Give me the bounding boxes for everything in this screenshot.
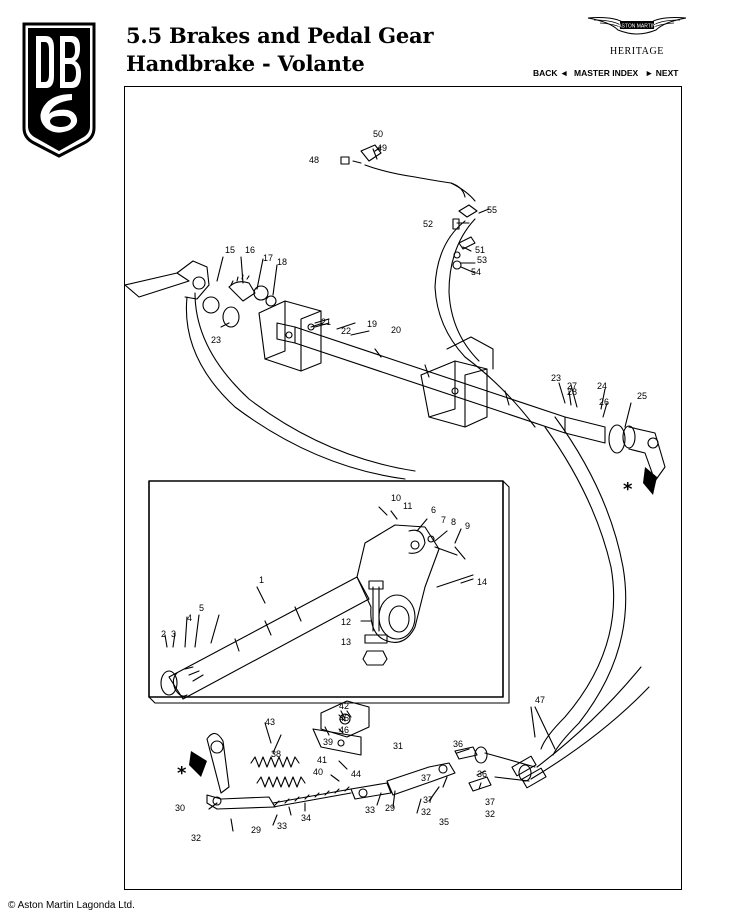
callout-13: 13 [341, 637, 351, 647]
next-link[interactable]: ► NEXT [645, 68, 679, 78]
callout-35: 35 [439, 817, 449, 827]
callout-11: 11 [403, 501, 412, 511]
callout-55: 55 [487, 205, 497, 215]
callout-40: 40 [313, 767, 323, 777]
callout-3: 3 [171, 629, 176, 639]
back-link[interactable]: BACK ◄ [533, 68, 569, 78]
callout-23-right: 23 [551, 373, 561, 383]
aston-martin-heritage-logo: ASTON MARTIN HERITAGE [584, 10, 690, 62]
callout-37-right: 37 [485, 797, 495, 807]
callout-8: 8 [451, 517, 456, 527]
callout-32-left: 32 [191, 833, 201, 843]
callout-32-right: 32 [485, 809, 495, 819]
callout-52: 52 [423, 219, 433, 229]
callout-27: 27 [567, 381, 577, 391]
callout-29-right: 29 [385, 803, 395, 813]
callout-49: 49 [377, 143, 387, 153]
callout-6: 6 [431, 505, 436, 515]
callout-39: 39 [323, 737, 333, 747]
callout-31: 31 [393, 741, 403, 751]
callout-7: 7 [441, 515, 446, 525]
callout-54: 54 [471, 267, 481, 277]
callout-10: 10 [391, 493, 401, 503]
master-index-link[interactable]: MASTER INDEX [574, 68, 639, 78]
callout-30: 30 [175, 803, 185, 813]
callout-51: 51 [475, 245, 485, 255]
star-marker-lower: * [177, 763, 187, 784]
brand-wordmark: ASTON MARTIN [618, 24, 656, 30]
callout-42: 42 [339, 701, 349, 711]
arrow-marker-upper [643, 467, 657, 495]
callout-1: 1 [259, 575, 264, 585]
callout-25: 25 [637, 391, 647, 401]
callout-21: 21 [321, 317, 331, 327]
copyright-text: © Aston Martin Lagonda Ltd. [8, 900, 135, 911]
callout-28: 28 [567, 387, 577, 397]
callout-37-mid: 37 [423, 795, 433, 805]
title-block: 5.5 Brakes and Pedal Gear Handbrake - Vo… [126, 22, 434, 78]
callout-48: 48 [309, 155, 319, 165]
callout-12: 12 [341, 617, 351, 627]
handbrake-diagram-svg: * * 50 49 48 55 52 51 53 54 15 16 17 18 … [125, 129, 666, 843]
callout-19: 19 [367, 319, 377, 329]
page-title: 5.5 Brakes and Pedal Gear [126, 23, 434, 48]
callout-53: 53 [477, 255, 487, 265]
callout-47: 47 [535, 695, 545, 705]
callout-44: 44 [351, 769, 361, 779]
callout-17: 17 [263, 253, 273, 263]
callout-34: 34 [301, 813, 311, 823]
db6-logo [22, 22, 96, 158]
callout-36-upper: 36 [453, 739, 463, 749]
callout-37-left: 37 [421, 773, 431, 783]
callout-33-right: 33 [365, 805, 375, 815]
callout-50: 50 [373, 129, 383, 139]
callout-33-left: 33 [277, 821, 287, 831]
callout-46: 46 [339, 725, 349, 735]
callout-14: 14 [477, 577, 487, 587]
page-subtitle: Handbrake - Volante [126, 51, 365, 76]
callout-24: 24 [597, 381, 607, 391]
brand-heritage-text: HERITAGE [610, 46, 664, 57]
callout-4: 4 [187, 613, 192, 623]
aston-martin-wings-icon: ASTON MARTIN [587, 17, 687, 35]
callout-5: 5 [199, 603, 204, 613]
callout-32-mid: 32 [421, 807, 431, 817]
callout-29-left: 29 [251, 825, 261, 835]
callout-43: 43 [265, 717, 275, 727]
callout-2: 2 [161, 629, 166, 639]
callout-23-left: 23 [211, 335, 221, 345]
callout-9: 9 [465, 521, 470, 531]
callout-18: 18 [277, 257, 287, 267]
callout-26: 26 [599, 397, 609, 407]
exploded-diagram: * * 50 49 48 55 52 51 53 54 15 16 17 18 … [124, 86, 682, 890]
star-marker-upper: * [623, 479, 633, 500]
callout-41: 41 [317, 755, 327, 765]
callout-38: 38 [271, 749, 281, 759]
arrow-marker-lower [189, 751, 207, 777]
callout-20: 20 [391, 325, 401, 335]
callout-15: 15 [225, 245, 235, 255]
callout-45: 45 [339, 713, 349, 723]
callout-36-lower: 36 [477, 769, 487, 779]
callout-22: 22 [341, 326, 351, 336]
callout-16: 16 [245, 245, 255, 255]
